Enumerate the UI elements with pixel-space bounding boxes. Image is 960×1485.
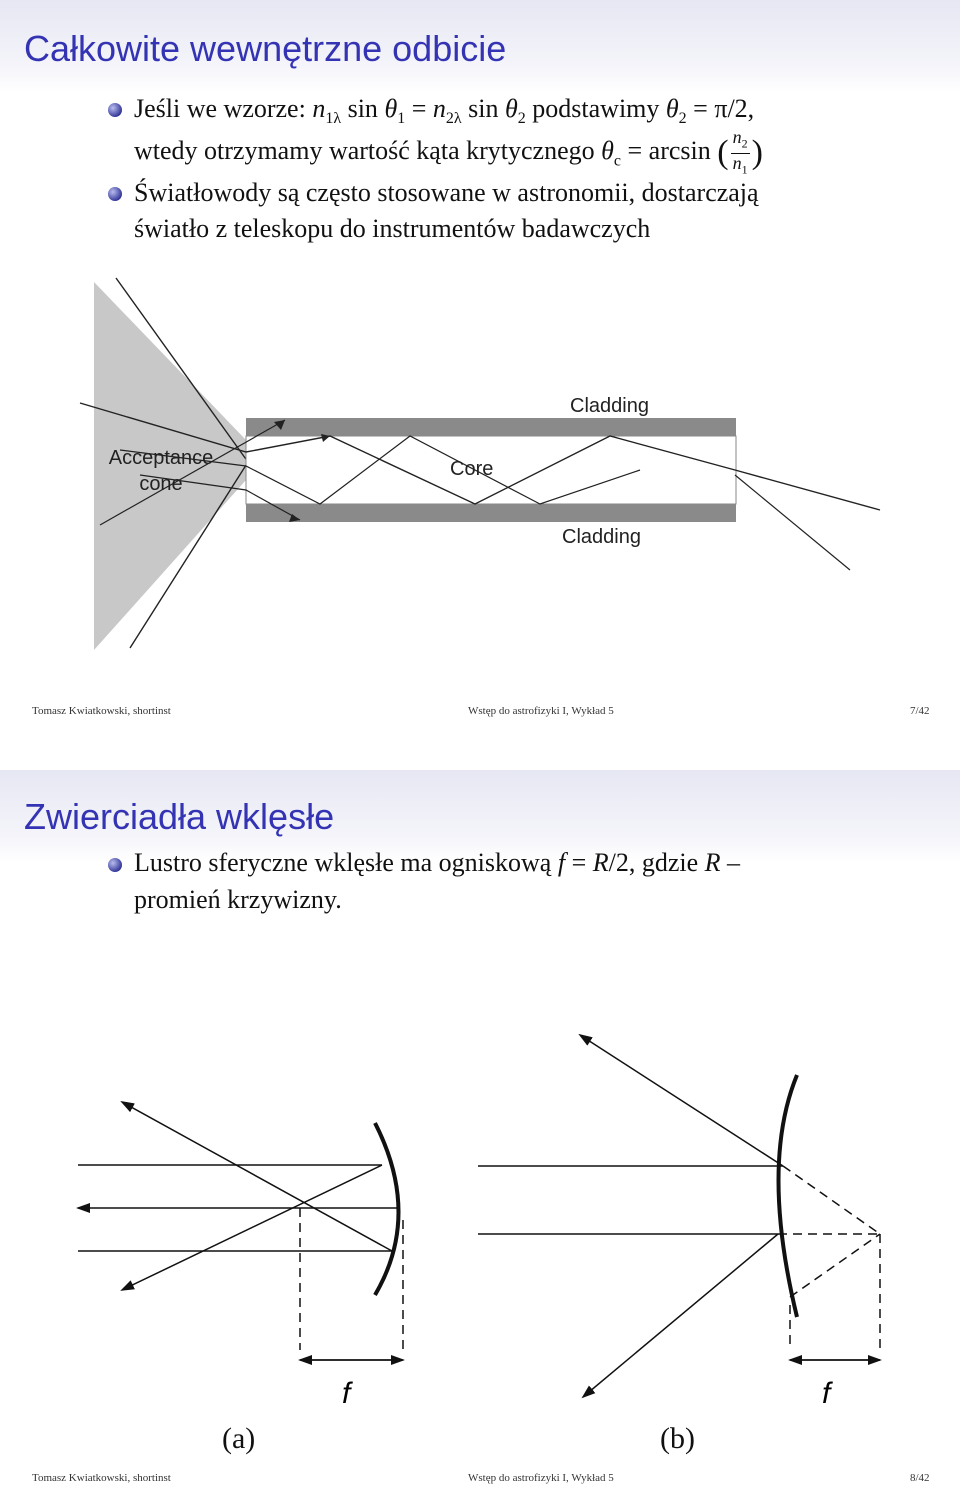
concave-mirror-a (373, 1122, 401, 1297)
bullet-icon (108, 858, 122, 872)
footer-page: 7/42 (910, 705, 930, 717)
slide-title: Całkowite wewnętrzne odbicie (24, 28, 507, 69)
caption-b-text: (b) (660, 1422, 695, 1455)
slide-8: Zwierciadła wklęsłe Lustro sferyczne wkl… (0, 770, 960, 1485)
label-cladding-top: Cladding (570, 395, 649, 417)
ray-guided-2 (119, 435, 641, 505)
ray-guided (79, 402, 881, 511)
caption-a-text: (a) (222, 1422, 256, 1455)
bullet-icon (108, 187, 122, 201)
slide-title: Zwierciadła wklęsłe (24, 796, 335, 837)
mirror-b-group: f (478, 1033, 882, 1410)
label-cladding-bottom: Cladding (562, 526, 641, 548)
bullet1-line1: Jeśli we wzorze: n1λ sin θ1 = n2λ sin θ2… (134, 94, 755, 128)
bullet1-line2: wtedy otrzymamy wartość kąta krytycznego… (134, 127, 763, 177)
bullet2-line2: światło z teleskopu do instrumentów bada… (134, 214, 651, 243)
label-core: Core (450, 458, 493, 480)
focal-label-a: f (342, 1377, 353, 1410)
footer-author: Tomasz Kwiatkowski, shortinst (32, 705, 171, 717)
slide-7: Całkowite wewnętrzne odbicie Jeśli we wz… (0, 0, 960, 740)
label-acceptance: Acceptance (109, 447, 214, 469)
ray-escaping (99, 419, 286, 526)
mirror-diagram: f (a) f (76, 1033, 882, 1410)
title-bar (0, 0, 960, 92)
convex-mirror-b (776, 1074, 799, 1318)
acceptance-cone (94, 282, 246, 650)
cladding-bottom (246, 504, 736, 522)
label-cone: cone (139, 473, 182, 495)
footer-course: Wstęp do astrofizyki I, Wykład 5 (468, 705, 614, 717)
bullet-icon (108, 103, 122, 117)
fiber-optic-diagram: Cladding Core Cladding Acceptance cone (79, 277, 881, 650)
bullet2-line1: Światłowody są często stosowane w astron… (134, 178, 759, 207)
footer-page: 8/42 (910, 1472, 930, 1484)
bullet1-line1: Lustro sferyczne wklęsłe ma ogniskową f … (134, 848, 741, 877)
bullet1-line2: promień krzywizny. (134, 885, 342, 914)
title-bar (0, 770, 960, 862)
mirror-a-group: f (a) (76, 1101, 405, 1410)
cladding-top (246, 418, 736, 436)
footer-course: Wstęp do astrofizyki I, Wykład 5 (468, 1472, 614, 1484)
footer-author: Tomasz Kwiatkowski, shortinst (32, 1472, 171, 1484)
focal-label-b: f (822, 1377, 833, 1410)
